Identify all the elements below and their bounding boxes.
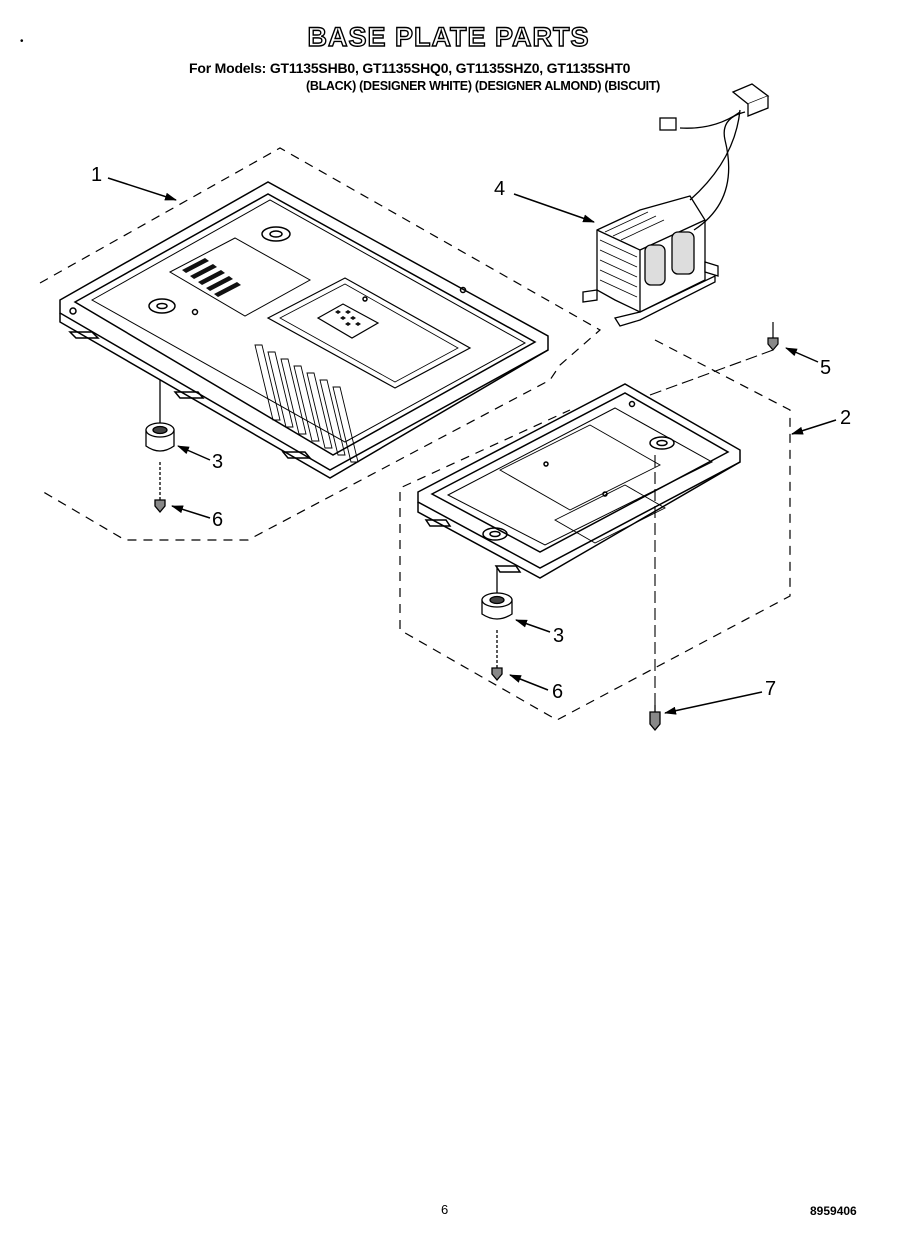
screw-right <box>491 630 503 682</box>
models-line: For Models: GT1135SHB0, GT1135SHQ0, GT11… <box>189 60 631 76</box>
page-title: BASE PLATE PARTS <box>307 21 590 52</box>
foot-left <box>145 380 175 452</box>
callout-7: 7 <box>765 678 776 700</box>
small-plate-group-dashed-outline <box>399 339 791 721</box>
transformer-wiring <box>659 83 770 231</box>
callout-3-right: 3 <box>553 625 564 647</box>
callout-6-right: 6 <box>552 681 563 703</box>
callout-3-left: 3 <box>212 451 223 473</box>
transformer <box>582 195 719 327</box>
base-plate-vents <box>182 258 361 326</box>
screw-7 <box>649 705 661 732</box>
small-base-plate <box>417 383 741 579</box>
assembly-centerlines <box>649 349 774 705</box>
page-number: 6 <box>441 1202 449 1217</box>
colors-line: (BLACK) (DESIGNER WHITE) (DESIGNER ALMON… <box>306 79 661 93</box>
base-plate-group-dashed-outline <box>39 147 602 541</box>
base-plate <box>59 181 549 479</box>
document-code: 8959406 <box>810 1204 857 1218</box>
foot-right <box>481 568 513 620</box>
leader-arrows <box>107 177 837 715</box>
callout-5: 5 <box>820 357 831 379</box>
screw-5 <box>767 322 779 351</box>
corner-mark: • <box>20 36 24 47</box>
callout-4: 4 <box>494 178 505 200</box>
callout-2: 2 <box>840 407 851 429</box>
screw-left <box>154 462 166 514</box>
callout-6-left: 6 <box>212 509 223 531</box>
callout-1: 1 <box>91 164 102 186</box>
